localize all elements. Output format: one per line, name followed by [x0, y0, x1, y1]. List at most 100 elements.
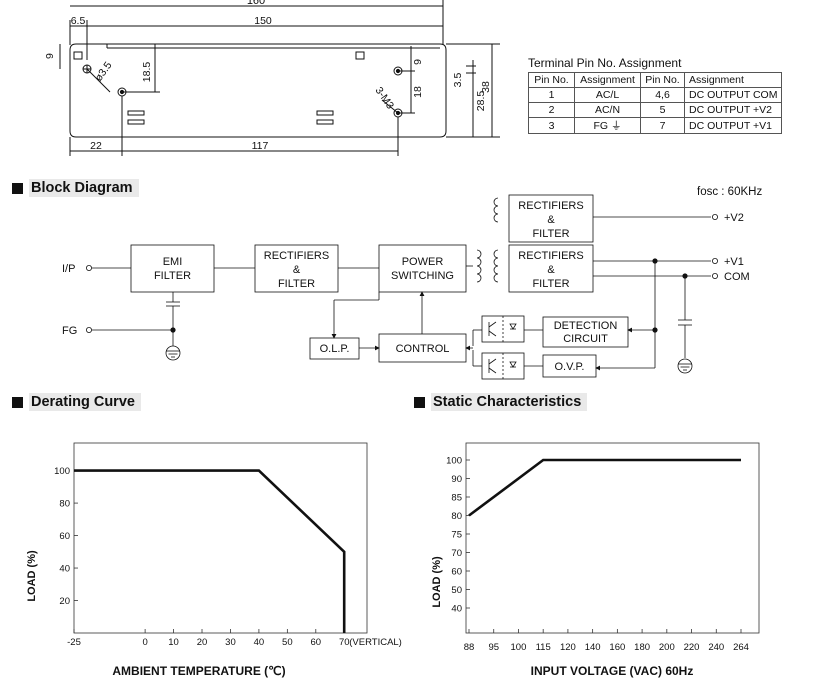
table-row: 3 FG ⏚ 7 DC OUTPUT +V1 — [528, 117, 783, 134]
static-series-line — [468, 458, 741, 517]
table-header: Assignment — [683, 72, 783, 88]
x-tick-label: 220 — [684, 642, 700, 653]
x-tick-label: 160 — [609, 642, 625, 653]
x-tick-label: 115 — [536, 642, 551, 653]
rect-v2-line1: RECTIFIERS — [518, 200, 583, 212]
x-tick-label: 264 — [733, 642, 749, 653]
x-tick-label: 30 — [225, 637, 236, 648]
table-cell: 4,6 — [640, 87, 685, 103]
control-label: CONTROL — [396, 343, 450, 355]
x-tick-label: 60 — [311, 637, 322, 648]
y-tick-label: 40 — [451, 604, 462, 615]
heading-label: Block Diagram — [29, 179, 139, 197]
table-cell: FG ⏚ — [574, 117, 641, 134]
olp-label: O.L.P. — [320, 343, 350, 355]
optocoupler-upper — [481, 315, 525, 343]
y-tick-label: 100 — [54, 466, 70, 477]
y-tick-label: 80 — [59, 499, 70, 510]
dim-160: 160 — [247, 0, 265, 7]
x-tick-label: 180 — [634, 642, 650, 653]
dim-6-5: 6.5 — [71, 15, 86, 27]
table-cell: DC OUTPUT COM — [683, 87, 783, 103]
v2-label: +V2 — [724, 212, 744, 224]
table-cell: AC/N — [574, 102, 641, 118]
dim-150: 150 — [254, 15, 272, 27]
y-tick-label: 100 — [446, 456, 462, 467]
derating-heading: Derating Curve — [12, 393, 141, 411]
y-tick-label: 70 — [451, 548, 462, 559]
detection-line2: CIRCUIT — [563, 333, 608, 345]
rect-v1-line3: FILTER — [532, 278, 569, 290]
power-line1: POWER — [402, 256, 444, 268]
rect-v2-line2: & — [547, 214, 555, 226]
emi-filter-box — [130, 244, 215, 293]
rect-v1-line2: & — [547, 264, 555, 276]
block-diagram: fosc : 60KHz I/P FG EMI FILTER RECTIFIER… — [62, 186, 762, 380]
table-cell: 5 — [640, 102, 685, 118]
dim-18-5: 18.5 — [141, 62, 153, 83]
y-tick-label: 85 — [451, 493, 462, 504]
x-tick-label: 10 — [168, 637, 179, 648]
static-xlabel: INPUT VOLTAGE (VAC) 60Hz — [531, 664, 694, 678]
v1-label: +V1 — [724, 256, 744, 268]
x-tick-label: 140 — [585, 642, 601, 653]
block-diagram-heading: Block Diagram — [12, 179, 139, 197]
dim-9-right: 9 — [412, 59, 424, 65]
y-tick-label: 90 — [451, 474, 462, 485]
rectifier-v2-box — [508, 194, 594, 243]
dim-28-5: 28.5 — [475, 91, 487, 112]
rect-v1-line1: RECTIFIERS — [518, 250, 583, 262]
table-cell: 2 — [528, 102, 575, 118]
dim-9-left: 9 — [44, 53, 56, 59]
x-tick-label: 100 — [511, 642, 527, 653]
y-tick-label: 50 — [451, 585, 462, 596]
pin-assignment-table: Pin No. Assignment Pin No. Assignment 1 … — [528, 72, 783, 134]
y-tick-label: 75 — [451, 530, 462, 541]
heading-label: Derating Curve — [29, 393, 141, 411]
rectifier-v1-box — [508, 244, 594, 293]
com-label: COM — [724, 271, 750, 283]
fg-label: FG — [62, 325, 77, 337]
static-ylabel: LOAD (%) — [431, 556, 443, 608]
rect-v2-line3: FILTER — [532, 228, 569, 240]
table-row: 2 AC/N 5 DC OUTPUT +V2 — [528, 102, 783, 118]
table-row: 1 AC/L 4,6 DC OUTPUT COM — [528, 87, 783, 103]
power-line2: SWITCHING — [391, 270, 454, 282]
table-cell: 3 — [528, 117, 575, 134]
x-tick-label: 50 — [282, 637, 293, 648]
x-tick-label: 95 — [488, 642, 499, 653]
dim-3-5: 3.5 — [452, 73, 464, 88]
y-tick-label: 60 — [59, 531, 70, 542]
optocoupler-lower — [481, 352, 525, 380]
detection-line1: DETECTION — [554, 320, 618, 332]
x-tick-label: -25 — [67, 637, 81, 648]
rect1-line1: RECTIFIERS — [264, 250, 329, 262]
table-header: Assignment — [574, 72, 641, 88]
x-tick-label: 120 — [560, 642, 576, 653]
heading-bullet-icon — [12, 396, 23, 408]
table-header: Pin No. — [640, 72, 685, 88]
x-tick-label: 88 — [464, 642, 475, 653]
transformer-symbol — [466, 197, 499, 283]
mechanical-drawing: 160 6.5 150 9 18.5 ø3.5 3 — [44, 0, 500, 156]
fosc-label: fosc : 60KHz — [697, 186, 762, 198]
derating-ylabel: LOAD (%) — [26, 550, 38, 602]
dim-38: 38 — [480, 81, 492, 93]
x-tick-label: 0 — [142, 637, 147, 648]
table-header: Pin No. — [528, 72, 575, 88]
y-tick-label: 80 — [451, 511, 462, 522]
rect1-line2: & — [293, 264, 301, 276]
dim-117: 117 — [252, 140, 269, 152]
static-heading: Static Characteristics — [414, 393, 588, 411]
rect1-line3: FILTER — [278, 278, 315, 290]
ip-label: I/P — [62, 263, 75, 275]
table-cell: DC OUTPUT +V1 — [683, 117, 783, 134]
table-cell: 1 — [528, 87, 575, 103]
table-cell: AC/L — [574, 87, 641, 103]
rectifier-filter-box — [254, 244, 339, 293]
ovp-label: O.V.P. — [555, 361, 585, 373]
y-tick-label: 60 — [451, 567, 462, 578]
